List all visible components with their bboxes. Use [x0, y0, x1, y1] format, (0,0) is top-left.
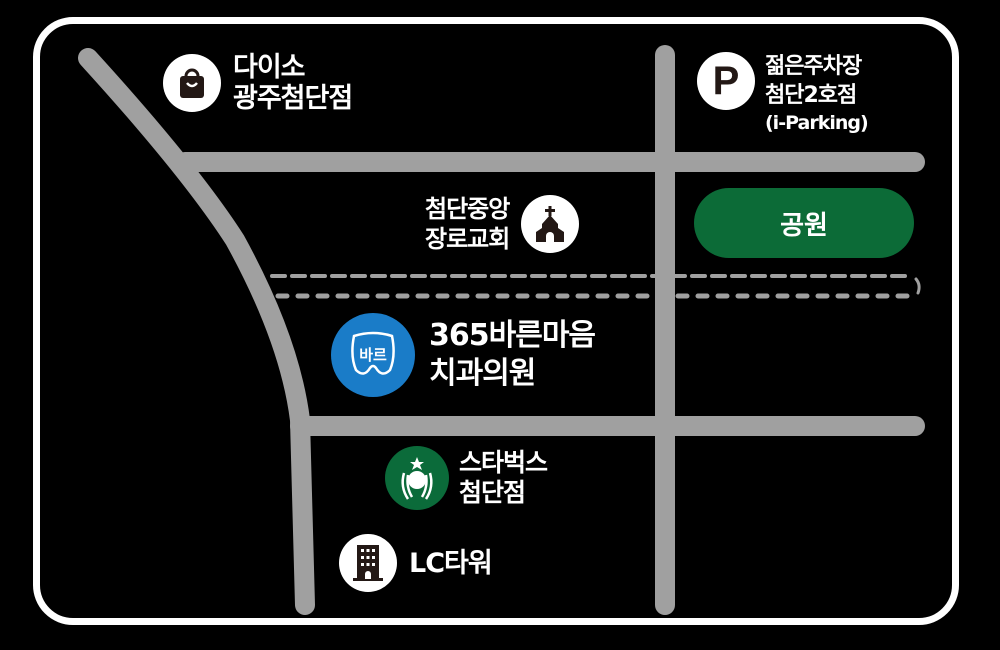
shopping-bag-icon [163, 54, 221, 112]
church-name-line1: 첨단중앙 [425, 195, 510, 223]
poi-church[interactable]: 첨단중앙 장로교회 [425, 194, 580, 254]
starbucks-name-line2: 첨단점 [459, 478, 526, 507]
parking-name-line2: 첨단2호점 [765, 83, 857, 108]
church-icon [521, 195, 580, 253]
dental-logo-icon: 바르 [331, 313, 415, 397]
parking-icon: P [697, 52, 755, 110]
poi-dental-clinic[interactable]: 바르 365바른마음 치과의원 [331, 313, 596, 397]
starbucks-name-line1: 스타벅스 [459, 448, 548, 477]
svg-text:바르: 바르 [359, 346, 387, 364]
poi-daiso[interactable]: 다이소 광주첨단점 [163, 52, 353, 114]
poi-lc-tower[interactable]: LC타워 [339, 534, 493, 592]
building-icon [339, 534, 397, 592]
map-frame [33, 17, 959, 625]
diagonal-road [78, 48, 315, 615]
poi-parking[interactable]: P 젊은주차장 첨단2호점 (i-Parking) [697, 52, 869, 136]
lctower-name: LC타워 [409, 547, 493, 579]
park-label: 공원 [780, 210, 828, 241]
daiso-name-line2: 광주첨단점 [233, 83, 353, 114]
parking-name-sub: (i-Parking) [765, 112, 869, 134]
poi-starbucks[interactable]: 스타벅스 첨단점 [385, 446, 548, 510]
church-name-line2: 장로교회 [425, 225, 510, 253]
dental-name-line2: 치과의원 [429, 356, 536, 391]
parking-name-line1: 젊은주차장 [765, 54, 862, 79]
daiso-name-line1: 다이소 [233, 52, 306, 83]
starbucks-logo-icon [385, 446, 449, 510]
dental-name-line1: 365바른마음 [429, 318, 596, 353]
park-area[interactable]: 공원 [694, 188, 914, 258]
